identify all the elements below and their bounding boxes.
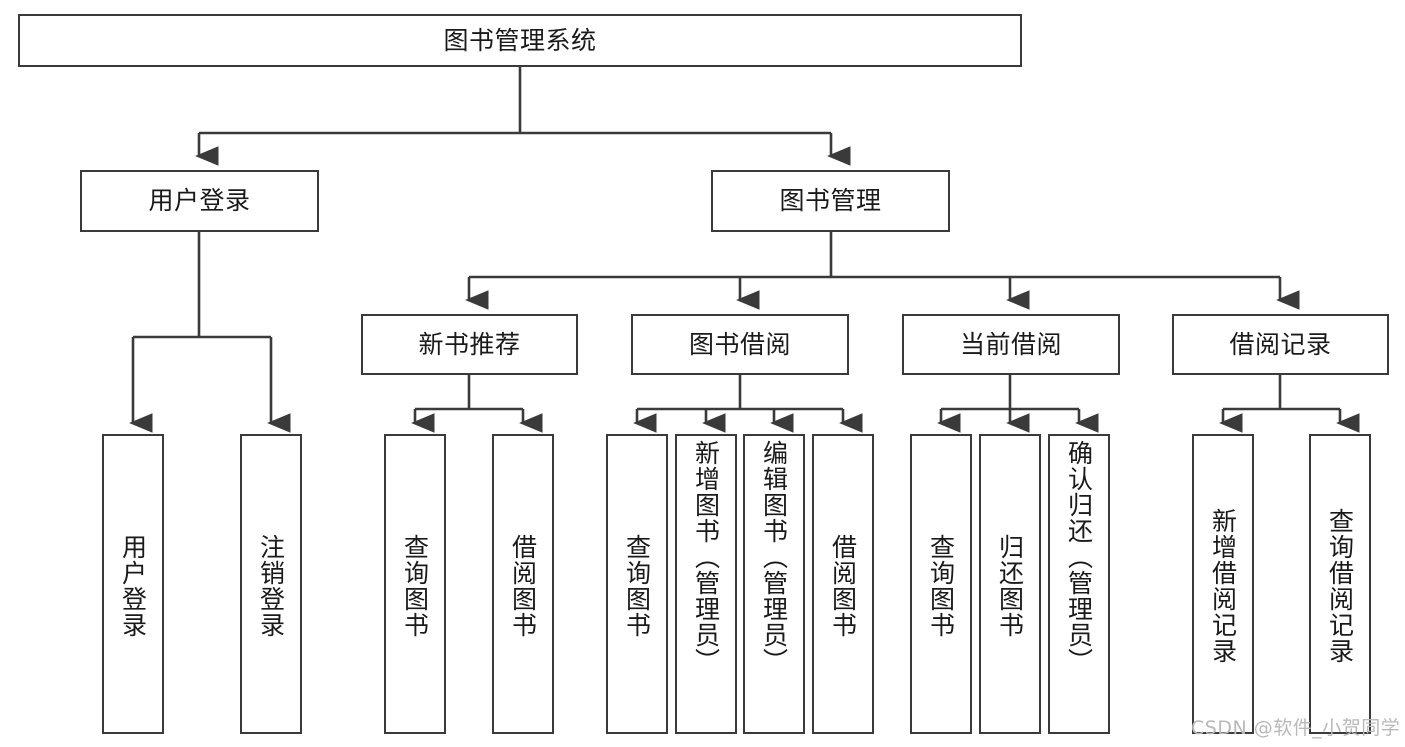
leaf-label: 查询图书 xyxy=(622,534,652,638)
leaf-label: 借阅图书 xyxy=(508,534,538,638)
leaf-add-book-admin[interactable]: 新增图书（管理员） xyxy=(675,434,737,734)
leaf-query-book-current[interactable]: 查询图书 xyxy=(910,434,972,734)
node-label: 借阅记录 xyxy=(1229,329,1332,359)
node-label: 图书管理 xyxy=(779,186,882,216)
node-borrow-record[interactable]: 借阅记录 xyxy=(1172,314,1389,375)
leaf-return-book[interactable]: 归还图书 xyxy=(979,434,1041,734)
leaf-logout-login[interactable]: 注销登录 xyxy=(240,434,302,734)
leaf-label: 查询图书 xyxy=(400,534,430,638)
node-book-management[interactable]: 图书管理 xyxy=(711,170,950,232)
leaf-user-login[interactable]: 用户登录 xyxy=(102,434,164,734)
leaf-label: 用户登录 xyxy=(118,534,148,638)
leaf-confirm-return-admin[interactable]: 确认归还（管理员） xyxy=(1048,434,1110,734)
leaf-label: 确认归还（管理员） xyxy=(1064,440,1094,674)
leaf-add-borrow-record[interactable]: 新增借阅记录 xyxy=(1192,434,1254,734)
node-label: 图书管理系统 xyxy=(443,25,597,55)
leaf-label: 查询借阅记录 xyxy=(1325,508,1355,664)
node-user-login[interactable]: 用户登录 xyxy=(80,170,319,232)
node-current-borrow[interactable]: 当前借阅 xyxy=(902,314,1120,375)
leaf-label: 编辑图书（管理员） xyxy=(759,440,789,674)
leaf-query-book-borrow[interactable]: 查询图书 xyxy=(606,434,668,734)
node-book-borrow[interactable]: 图书借阅 xyxy=(631,314,849,375)
leaf-label: 借阅图书 xyxy=(828,534,858,638)
leaf-query-borrow-record[interactable]: 查询借阅记录 xyxy=(1309,434,1371,734)
leaf-label: 新增借阅记录 xyxy=(1208,508,1238,664)
node-root-system[interactable]: 图书管理系统 xyxy=(18,14,1022,67)
node-label: 新书推荐 xyxy=(418,329,521,359)
node-label: 图书借阅 xyxy=(688,329,791,359)
node-label: 用户登录 xyxy=(148,186,251,216)
leaf-label: 注销登录 xyxy=(256,534,286,638)
leaf-borrow-book[interactable]: 借阅图书 xyxy=(812,434,874,734)
node-new-book-recommend[interactable]: 新书推荐 xyxy=(361,314,578,375)
csdn-watermark: CSDN @软件_小贺同学 xyxy=(1191,717,1401,739)
leaf-borrow-book-recommend[interactable]: 借阅图书 xyxy=(492,434,554,734)
leaf-edit-book-admin[interactable]: 编辑图书（管理员） xyxy=(743,434,805,734)
leaf-query-book-recommend[interactable]: 查询图书 xyxy=(384,434,446,734)
node-label: 当前借阅 xyxy=(959,329,1062,359)
leaf-label: 归还图书 xyxy=(995,534,1025,638)
leaf-label: 查询图书 xyxy=(926,534,956,638)
leaf-label: 新增图书（管理员） xyxy=(691,440,721,674)
